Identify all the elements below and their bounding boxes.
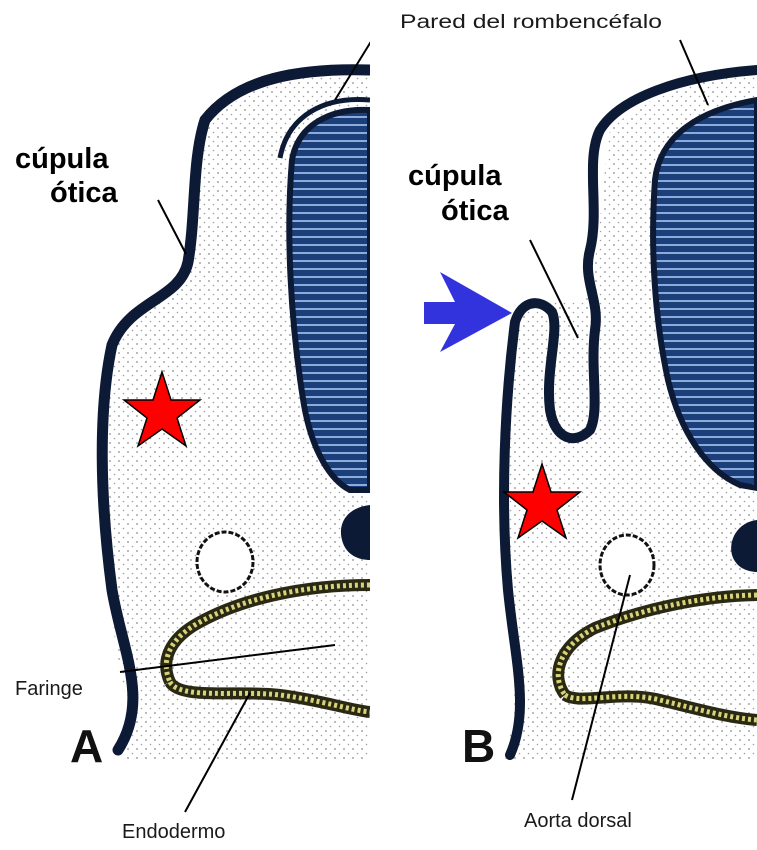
- dorsal-aorta-label: Aorta dorsal: [524, 810, 632, 832]
- rhombencephalon-wall-label: Pared del rombencéfalo: [400, 12, 662, 33]
- panel-letter-a: A: [70, 720, 103, 772]
- cupula-label-b-line2: ótica: [441, 195, 510, 227]
- endoderm-label: Endodermo: [122, 821, 225, 843]
- panel-b: B: [462, 40, 757, 800]
- cupula-label-a-line1: cúpula: [15, 143, 109, 175]
- panel-letter-b: B: [462, 720, 495, 772]
- arrow-marker: [424, 272, 512, 352]
- cupula-label-a-line2: ótica: [50, 177, 119, 209]
- panel-a: A: [70, 35, 375, 812]
- pharynx-label: Faringe: [15, 678, 83, 700]
- cupula-label-b-line1: cúpula: [408, 160, 502, 192]
- leader-cupula-a: [158, 200, 186, 254]
- vessel-a: [197, 532, 253, 592]
